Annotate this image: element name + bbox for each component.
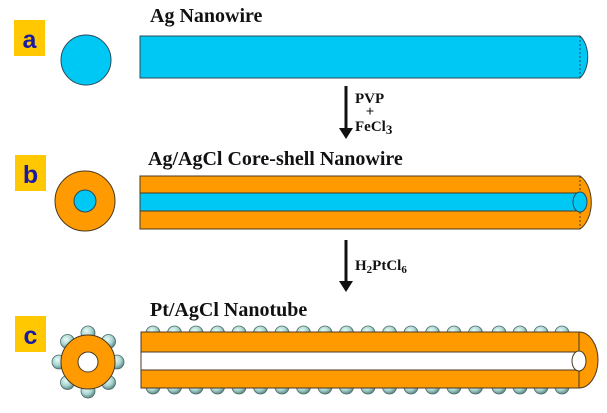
reagent-pvp: PVP xyxy=(355,91,384,107)
ag-nanowire-body xyxy=(139,35,589,79)
nanotube-end-hollow xyxy=(571,350,587,372)
panel-b-badge xyxy=(15,155,46,191)
panel-a-badge xyxy=(14,20,45,56)
step-2: H2PtCl6 xyxy=(339,240,407,292)
panel-c-badge xyxy=(15,316,46,352)
panel-c-label: c xyxy=(24,322,38,350)
core-shell-cross-section-core xyxy=(73,189,97,213)
panel-b-title: Ag/AgCl Core-shell Nanowire xyxy=(148,148,403,170)
core-shell-core xyxy=(139,192,581,212)
reagent-fecl3: FeCl3 xyxy=(355,119,393,137)
panel-a-title: Ag Nanowire xyxy=(150,5,263,27)
panel-c-title: Pt/AgCl Nanotube xyxy=(150,299,307,321)
reagent-plus: + xyxy=(366,104,375,120)
core-shell-end-core xyxy=(572,191,588,213)
panel-c: c Pt/AgCl Nanotube xyxy=(15,299,599,399)
step-2-arrow-head xyxy=(339,281,353,292)
panel-b-label: b xyxy=(23,161,38,189)
nanotube-hollow xyxy=(140,351,580,371)
nanotube-cross-section-hollow xyxy=(77,351,99,373)
step-1: PVP + FeCl3 xyxy=(339,86,393,139)
panel-b: b Ag/AgCl Core-shell Nanowire xyxy=(15,148,592,232)
step-1-arrow-head xyxy=(339,128,353,139)
panel-a: a Ag Nanowire xyxy=(14,5,589,86)
reagent-h2ptcl6: H2PtCl6 xyxy=(355,258,407,276)
panel-a-label: a xyxy=(23,26,38,54)
ag-nanowire-cross-section xyxy=(60,34,112,86)
